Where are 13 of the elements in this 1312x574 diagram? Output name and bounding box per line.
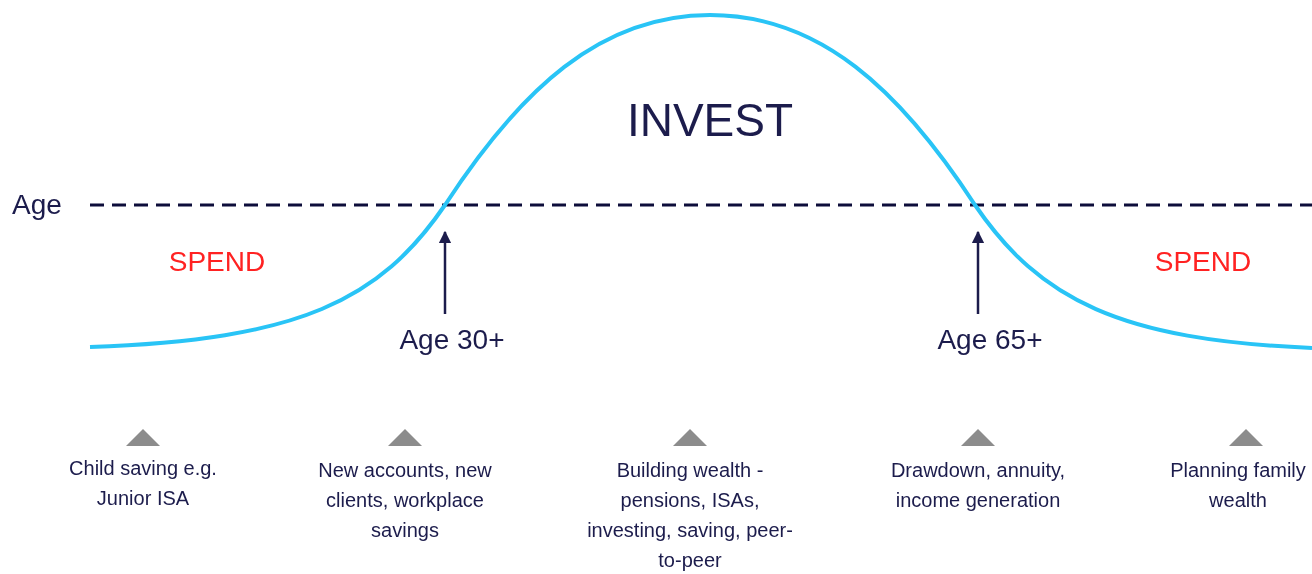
stage-caption: Child saving e.g. Junior ISA xyxy=(68,456,218,511)
arrow xyxy=(971,230,985,314)
axis-label: Age xyxy=(12,188,63,222)
age-label: Age 30+ xyxy=(377,322,527,358)
stage-label: SPEND xyxy=(1153,245,1253,279)
stage-label: SPEND xyxy=(167,245,267,279)
arrow xyxy=(438,230,452,314)
stage-title: INVEST xyxy=(625,93,795,148)
stage-caption: Building wealth - pensions, ISAs, investing, saving, peer-to-peer xyxy=(586,458,794,573)
stage-caption: Drawdown, annuity, income generation xyxy=(889,458,1067,513)
age-label: Age 65+ xyxy=(915,322,1065,358)
stage-caption: New accounts, new clients, workplace savings xyxy=(317,458,493,543)
stage-caption: Planning family wealth xyxy=(1169,458,1307,513)
